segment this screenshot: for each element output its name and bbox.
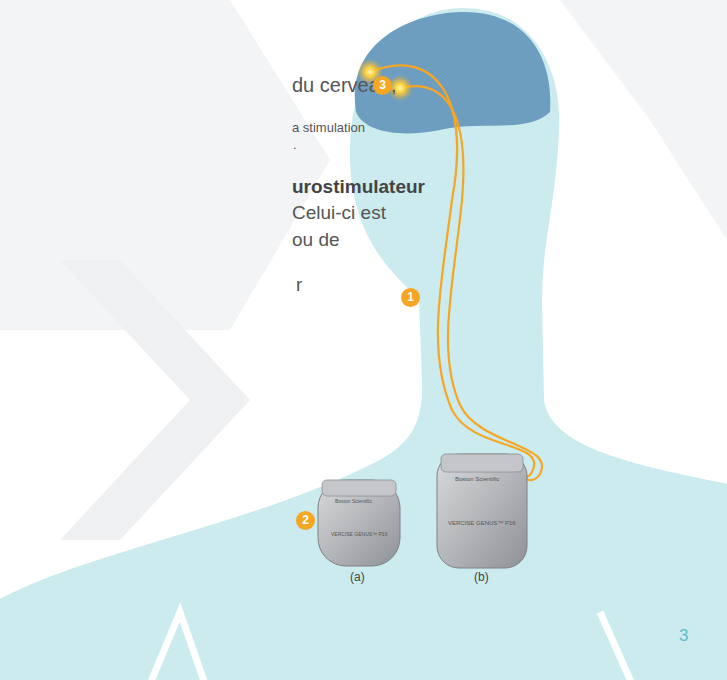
background-chevron [560,0,727,240]
body-text: ou de [292,229,340,251]
device-model: VERCISE GENUS™ P16 [448,520,516,527]
background-chevron [60,260,250,540]
device-header [322,480,396,496]
body-text: Celui-ci est [292,202,386,224]
callout-number: 3 [373,76,392,95]
device-header [441,454,523,472]
callout-number: 2 [296,511,315,530]
device-brand: Boston Scientific [335,499,372,505]
body-silhouette [0,4,727,680]
body-text-bold: urostimulateur [292,176,425,198]
neurostimulator-large [437,454,527,568]
device-label: (a) [350,571,365,585]
body-text: a stimulation [292,121,365,136]
device-label: (b) [474,571,489,585]
body-text: r [296,274,302,296]
arm-line [600,612,632,680]
lead-wire [370,65,534,476]
device-brand: Boston Scientific [455,476,499,483]
neurostimulator-small [318,480,400,566]
arm-line [150,612,205,680]
lead-wire [400,86,542,480]
device-model: VERCISE GENUS™ P16 [331,532,387,538]
background-chevron [0,0,330,330]
body-text: . [293,138,297,153]
callout-number: 1 [401,288,420,307]
page-number: 3 [679,626,688,646]
